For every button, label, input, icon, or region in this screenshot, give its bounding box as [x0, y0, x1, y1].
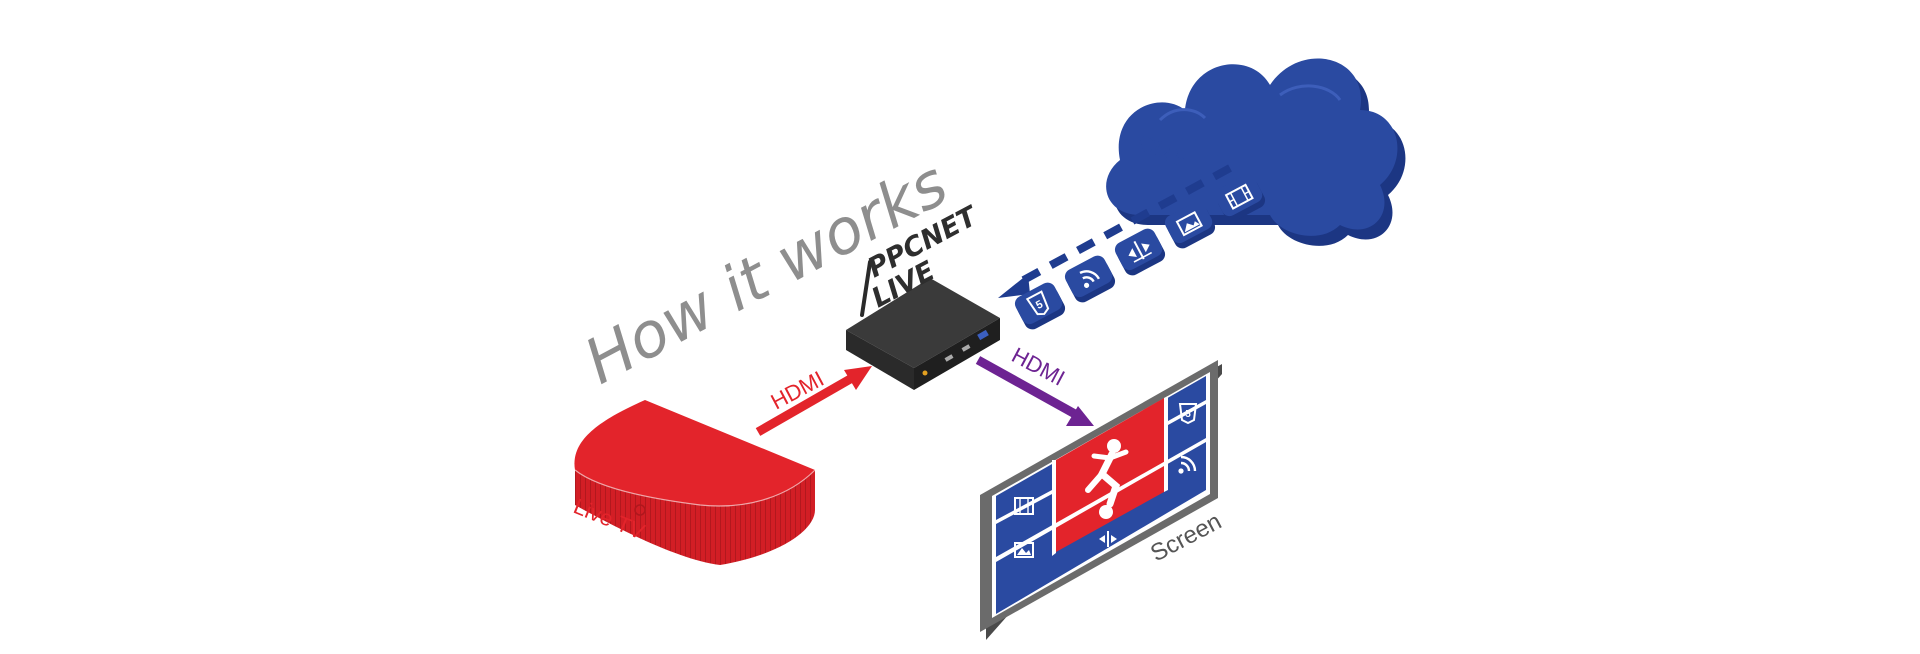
ppcnet-live-device — [846, 260, 1000, 390]
ticker-icon — [1128, 240, 1153, 263]
device-top — [846, 278, 1000, 368]
display-screen: 5 — [980, 360, 1222, 640]
svg-text:5: 5 — [1185, 409, 1191, 420]
rss-icon — [1079, 270, 1101, 288]
tile-ticker — [1114, 228, 1166, 276]
film-icon — [1224, 183, 1254, 210]
data-flow-arrowhead — [998, 274, 1030, 298]
image-icon — [1175, 211, 1203, 237]
hdmi-input-link — [755, 366, 872, 436]
screen-image-icon — [1014, 542, 1034, 558]
cloud-face — [1106, 58, 1398, 236]
hdmi-output-link — [975, 356, 1094, 426]
html5-icon: 5 — [1025, 290, 1050, 316]
hdmi-input-arrowhead — [844, 366, 872, 390]
cms-cloud — [1106, 58, 1406, 246]
tile-html5: 5 — [1014, 282, 1066, 330]
antenna — [860, 260, 872, 317]
tile-rss — [1064, 255, 1116, 303]
tile-image — [1164, 201, 1216, 249]
screen-red-video — [1056, 398, 1164, 552]
screen-rss-icon — [1178, 455, 1197, 474]
football-player-icon — [1085, 439, 1129, 519]
device-left-side — [846, 330, 914, 390]
hdmi-output-arrowhead — [1066, 406, 1094, 426]
screen-html5-icon: 5 — [1178, 403, 1198, 425]
content-tiles: 5 — [1014, 174, 1266, 330]
svg-text:5: 5 — [1034, 298, 1045, 311]
screen-film-icon — [1014, 497, 1034, 515]
cms-data-flow — [998, 164, 1232, 298]
box-top — [574, 400, 815, 506]
screen-ticker-icon — [1099, 531, 1117, 547]
tile-film — [1214, 174, 1266, 222]
live-tv-box — [574, 400, 816, 565]
